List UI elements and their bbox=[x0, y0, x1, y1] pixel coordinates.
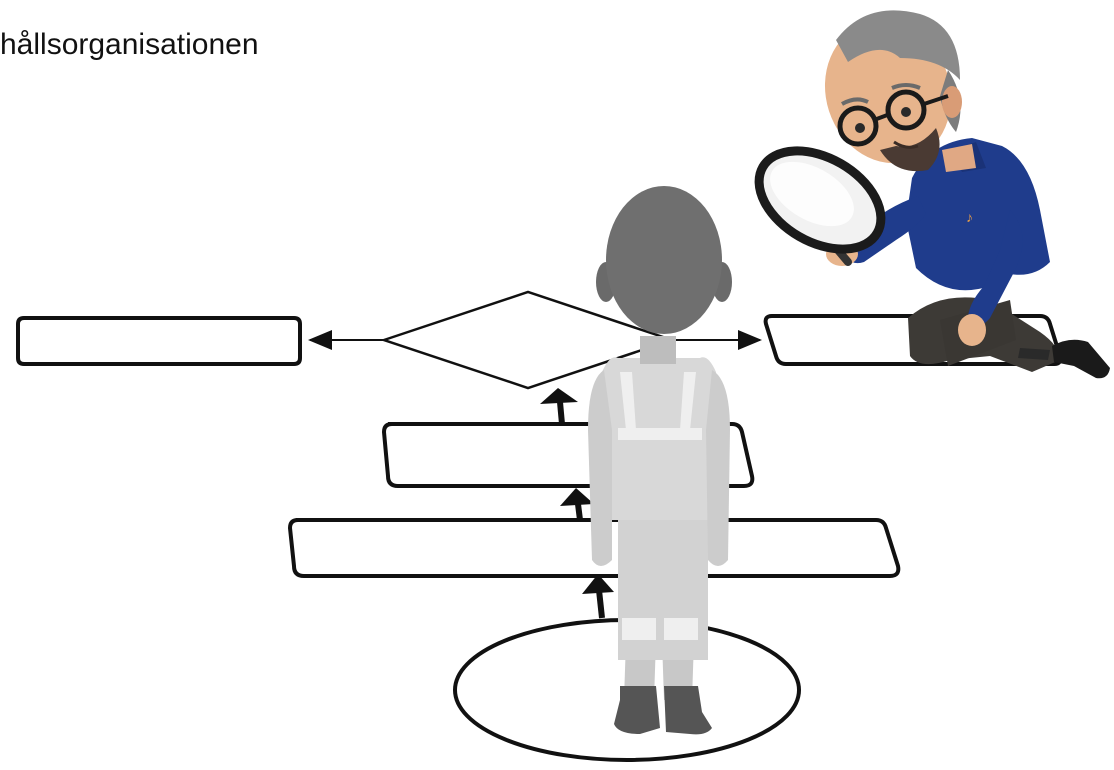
arrow-box2-to-box1 bbox=[560, 488, 594, 521]
child-figure bbox=[588, 186, 732, 735]
shirt-logo-icon: ♪ bbox=[966, 209, 973, 225]
magnifying-glass-icon bbox=[754, 146, 886, 266]
arrow-box1-to-diamond bbox=[540, 388, 578, 425]
left-result-box bbox=[16, 316, 302, 366]
right-result-box bbox=[763, 314, 1063, 366]
process-box-1 bbox=[381, 422, 755, 488]
slide-title: hållsorganisationen bbox=[0, 28, 259, 61]
man-with-magnifier: ♪ bbox=[754, 10, 1110, 379]
arrow-ellipse-to-box2 bbox=[582, 574, 614, 619]
